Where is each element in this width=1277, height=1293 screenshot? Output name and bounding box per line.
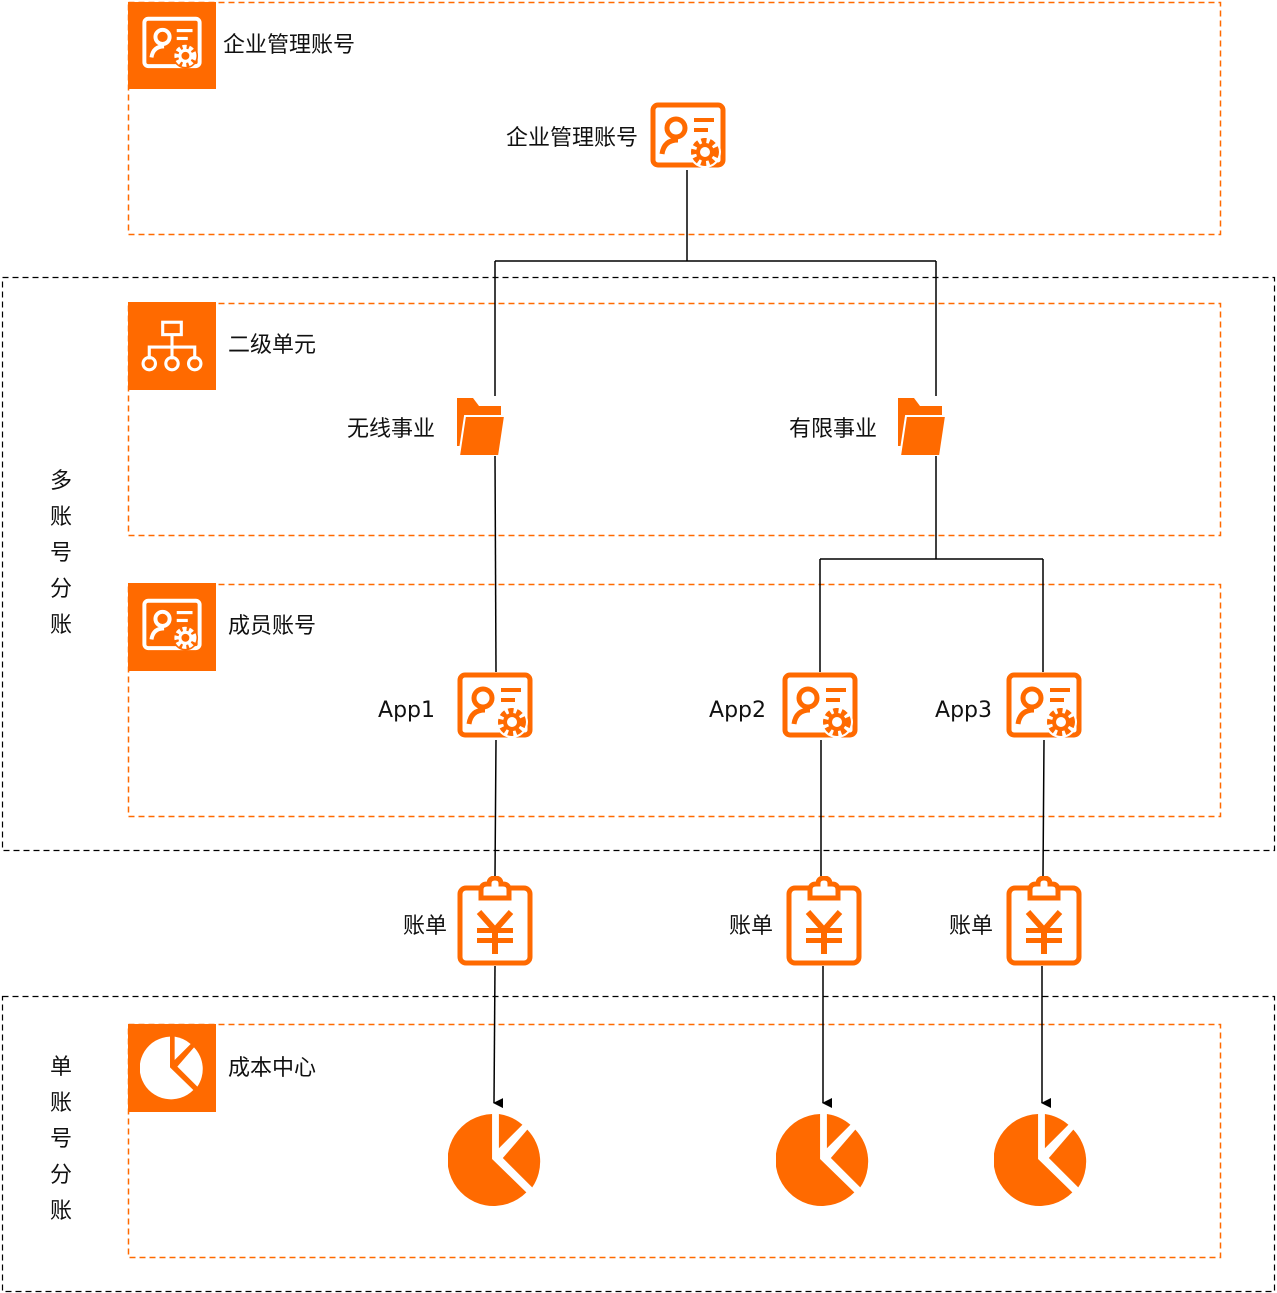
members-section-header: 成员账号: [228, 614, 317, 639]
unit1-folder-icon[interactable]: [457, 397, 505, 456]
enterprise-section-box: [127, 1, 1222, 236]
cost-center1-pie-icon[interactable]: [448, 1113, 541, 1206]
cost-section-box: [127, 1023, 1222, 1259]
bill2-icon[interactable]: [789, 878, 859, 963]
unit2-label: 有限事业: [788, 417, 877, 442]
single-account-group-box: [1, 995, 1276, 1293]
app1-account-icon[interactable]: [460, 675, 530, 738]
app3-label: App3: [935, 698, 992, 723]
enterprise-section-header: 企业管理账号: [223, 33, 356, 58]
cost-center2-pie-icon[interactable]: [776, 1113, 869, 1206]
bill3-icon[interactable]: [1009, 878, 1079, 963]
unit1-label: 无线事业: [346, 417, 435, 442]
single-account-group-label: 单账号分账: [49, 1055, 72, 1224]
enterprise-header-icon-bg: [128, 2, 216, 89]
bill3-label: 账单: [948, 914, 993, 939]
cost-center3-pie-icon[interactable]: [994, 1113, 1087, 1206]
bill2-label: 账单: [728, 914, 773, 939]
app2-label: App2: [709, 698, 766, 723]
cost-section-header: 成本中心: [228, 1056, 317, 1081]
connectors: [493, 170, 1051, 1109]
units-section-box: [127, 302, 1222, 537]
app2-account-icon[interactable]: [785, 675, 855, 738]
app1-label: App1: [378, 698, 435, 723]
root-account-label: 企业管理账号: [505, 126, 638, 151]
multi-account-group-label: 多账号分账: [49, 469, 72, 638]
members-section-box: [127, 583, 1222, 818]
bill1-label: 账单: [402, 914, 447, 939]
multi-account-group-box: [1, 276, 1276, 852]
unit2-folder-icon[interactable]: [898, 397, 946, 456]
root-account-icon[interactable]: [653, 105, 723, 168]
app3-account-icon[interactable]: [1009, 675, 1079, 738]
units-section-header: 二级单元: [228, 333, 317, 358]
members-header-icon-bg: [128, 583, 216, 671]
bill1-icon[interactable]: [460, 878, 530, 963]
